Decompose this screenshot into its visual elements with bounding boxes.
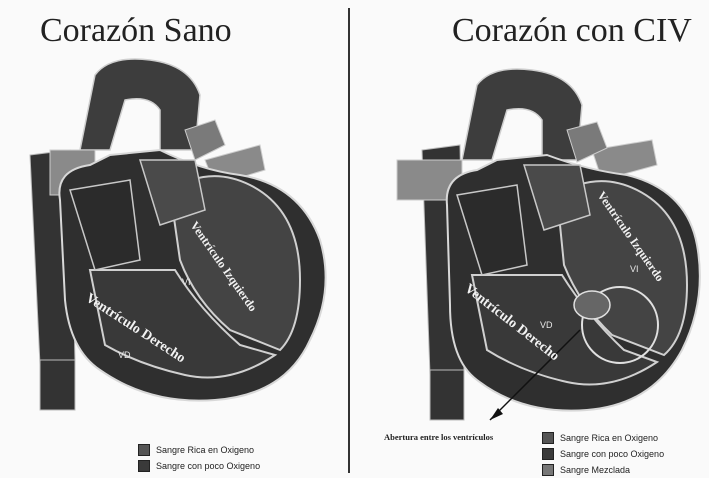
mixed-blood-swatch	[542, 464, 554, 476]
legend-item: Sangre Mezclada	[542, 462, 664, 478]
oxygen-rich-swatch	[138, 444, 150, 456]
vsd-heart-legend: Sangre Rica en Oxigeno Sangre con poco O…	[542, 430, 664, 478]
healthy-heart-panel: Corazón Sano Ventrículo Izquierdo Ventrí…	[0, 0, 350, 478]
legend-label: Sangre Mezclada	[560, 465, 630, 475]
vi-label: VI	[630, 264, 639, 274]
healthy-heart-legend: Sangre Rica en Oxigeno Sangre con poco O…	[138, 442, 260, 474]
inferior-vena-cava	[430, 370, 464, 420]
vd-label: VD	[540, 320, 553, 330]
legend-item: Sangre con poco Oxigeno	[138, 458, 260, 474]
legend-label: Sangre con poco Oxigeno	[156, 461, 260, 471]
aorta	[462, 69, 582, 160]
vsd-opening	[574, 291, 610, 319]
legend-label: Sangre Rica en Oxigeno	[156, 445, 254, 455]
legend-item: Sangre con poco Oxigeno	[542, 446, 664, 462]
legend-item: Sangre Rica en Oxigeno	[138, 442, 260, 458]
legend-label: Sangre Rica en Oxigeno	[560, 433, 658, 443]
legend-item: Sangre Rica en Oxigeno	[542, 430, 664, 446]
healthy-heart-diagram: Ventrículo Izquierdo Ventrículo Derecho …	[0, 0, 350, 440]
inferior-vena-cava	[40, 360, 75, 410]
oxygen-poor-swatch	[138, 460, 150, 472]
aorta	[80, 59, 200, 150]
vsd-heart-panel: Corazón con CIV Ventrículo Izquierdo Ven…	[352, 0, 709, 478]
vd-label: VD	[118, 350, 131, 360]
vsd-heart-diagram: Ventrículo Izquierdo Ventrículo Derecho …	[352, 0, 709, 440]
vi-label: VI	[182, 277, 191, 287]
oxygen-poor-swatch	[542, 448, 554, 460]
opening-label: Abertura entre los ventrículos	[384, 432, 493, 442]
legend-label: Sangre con poco Oxigeno	[560, 449, 664, 459]
oxygen-rich-swatch	[542, 432, 554, 444]
